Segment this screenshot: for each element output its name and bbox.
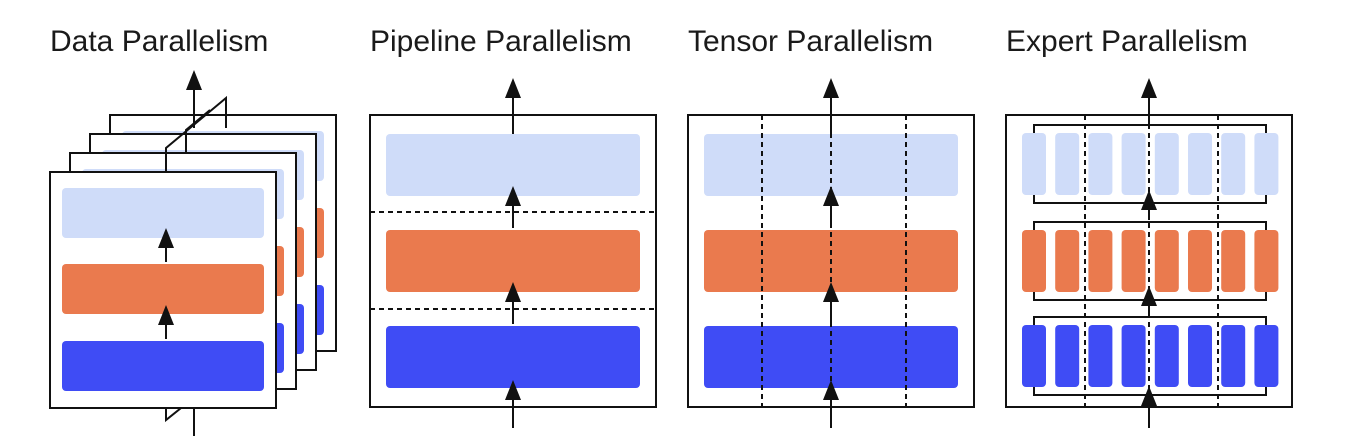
expert-bar: [1055, 133, 1080, 195]
expert-bar: [1254, 133, 1279, 195]
expert-bar: [1022, 230, 1046, 292]
pipeline-stage-bar: [386, 230, 640, 292]
tensor-parallelism-panel: [687, 78, 975, 428]
layer-bar: [62, 264, 264, 314]
expert-bar: [1055, 230, 1080, 292]
expert-bar: [1221, 230, 1246, 292]
router-bracket: [1033, 221, 1267, 234]
expert-bar: [1254, 230, 1279, 292]
expert-bar: [1154, 230, 1179, 292]
gradient-connector-top: [165, 95, 227, 172]
expert-bar: [1121, 230, 1146, 292]
expert-bar: [1121, 325, 1146, 387]
pipeline-parallelism-title: Pipeline Parallelism: [370, 25, 632, 58]
data-parallelism-title: Data Parallelism: [50, 25, 269, 58]
expert-bar: [1188, 325, 1212, 387]
expert-bar: [1188, 133, 1212, 195]
expert-bar: [1221, 325, 1246, 387]
layer-bar: [62, 188, 264, 238]
expert-bar: [1022, 133, 1046, 195]
expert-bar: [1022, 325, 1046, 387]
expert-bar: [1221, 133, 1246, 195]
expert-parallelism-panel: [1005, 78, 1293, 428]
expert-bar: [1088, 325, 1113, 387]
expert-parallelism-title: Expert Parallelism: [1006, 25, 1248, 58]
gradient-connector-top: [185, 109, 211, 153]
layer-bar: [62, 341, 264, 391]
expert-bar: [1088, 230, 1113, 292]
pipeline-stage-bar: [386, 326, 640, 388]
expert-bar: [1055, 325, 1080, 387]
expert-bar: [1088, 133, 1113, 195]
data-parallelism-panel: [49, 70, 337, 436]
expert-bar: [1154, 325, 1179, 387]
expert-bar: [1121, 133, 1146, 195]
expert-bar: [1154, 133, 1179, 195]
pipeline-stage-bar: [386, 134, 640, 196]
tensor-layer-bar: [704, 326, 958, 388]
expert-bar: [1188, 230, 1212, 292]
tensor-parallelism-title: Tensor Parallelism: [688, 25, 934, 58]
pipeline-parallelism-panel: [369, 78, 657, 428]
expert-bar: [1254, 325, 1279, 387]
